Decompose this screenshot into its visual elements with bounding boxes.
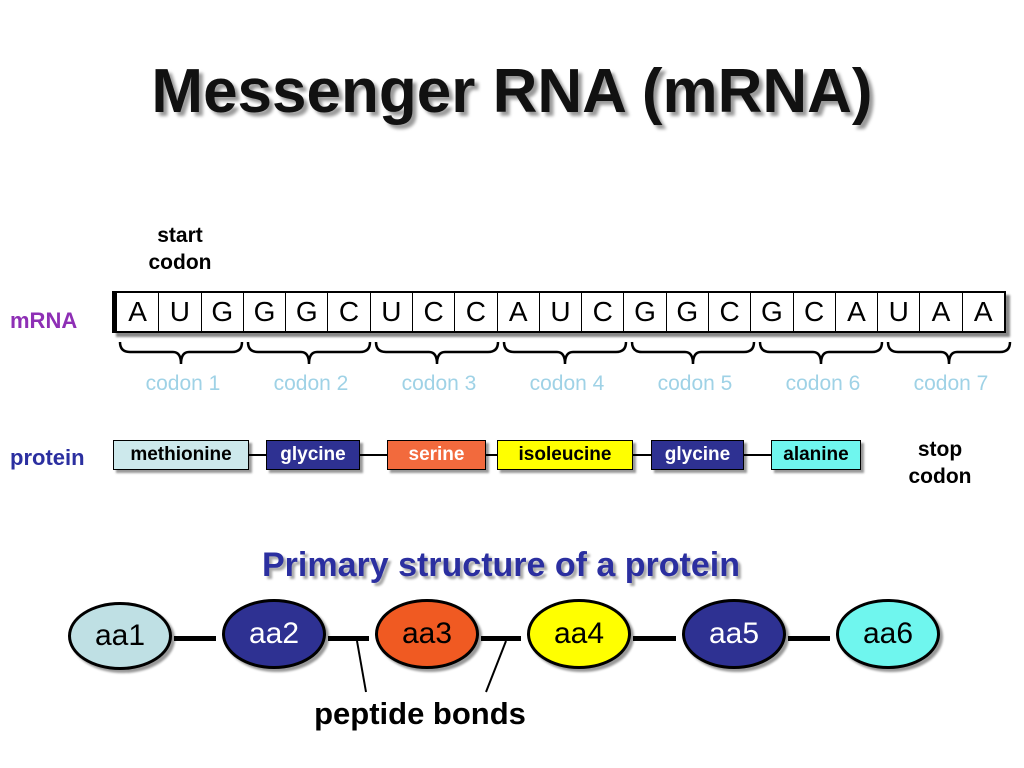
amino-acid-box: glycine: [651, 440, 744, 470]
mrna-base: A: [836, 293, 879, 331]
peptide-bond: [788, 636, 830, 641]
peptide-bond: [328, 636, 369, 641]
mrna-base: G: [624, 293, 667, 331]
codon-label: codon 6: [785, 372, 861, 395]
codon-brace: [630, 341, 756, 365]
amino-acid-box: alanine: [771, 440, 861, 470]
codon-brace: [374, 341, 500, 365]
amino-acid-connector: [633, 454, 651, 456]
amino-acid-oval: aa5: [682, 599, 786, 669]
peptide-bond: [174, 636, 216, 641]
mrna-base: G: [751, 293, 794, 331]
mrna-base: G: [286, 293, 329, 331]
mrna-label: mRNA: [10, 308, 78, 333]
codon-label: codon 5: [657, 372, 733, 395]
codon-brace: [886, 341, 1012, 365]
mrna-base: U: [371, 293, 413, 331]
amino-acid-oval: aa4: [527, 599, 631, 669]
mrna-base: A: [920, 293, 963, 331]
mrna-base: G: [202, 293, 244, 331]
codon-label: codon 2: [273, 372, 349, 395]
codon-label: codon 1: [145, 372, 221, 395]
mrna-base: A: [114, 293, 160, 331]
codon-brace: [502, 341, 628, 365]
mrna-base: A: [973, 296, 993, 327]
peptide-bond-pointer-line: [485, 640, 507, 693]
amino-acid-connector: [249, 454, 266, 456]
amino-acid-oval: aa6: [836, 599, 940, 669]
mrna-base: C: [582, 293, 625, 331]
mrna-base: A: [498, 293, 540, 331]
amino-acid-connector: [360, 454, 387, 456]
amino-acid-connector: [744, 454, 771, 456]
page-title: Messenger RNA (mRNA): [151, 57, 873, 126]
mrna-base: C: [455, 293, 498, 331]
protein-label: protein: [10, 445, 85, 470]
mrna-base: C: [794, 293, 836, 331]
mrna-base: C: [413, 293, 456, 331]
peptide-bond-pointer-line: [356, 640, 367, 693]
amino-acid-box: methionine: [113, 440, 249, 470]
codon-brace: [758, 341, 884, 365]
amino-acid-oval: aa1: [68, 602, 172, 670]
codon-label: codon 4: [529, 372, 605, 395]
peptide-bond: [633, 636, 676, 641]
amino-acid-box: serine: [387, 440, 486, 470]
mrna-base: G: [667, 293, 709, 331]
primary-structure-subtitle: Primary structure of a protein: [261, 546, 740, 584]
codon-label: codon 7: [913, 372, 989, 395]
amino-acid-connector: [486, 454, 497, 456]
codon-braces: [118, 341, 1012, 365]
codon-brace: [118, 341, 244, 365]
mrna-base: U: [878, 293, 921, 331]
amino-acid-box: glycine: [266, 440, 360, 470]
peptide-bonds-label: peptide bonds: [314, 696, 526, 731]
codon-label: codon 3: [401, 372, 477, 395]
mrna-base: U: [540, 293, 583, 331]
codon-brace: [246, 341, 372, 365]
mrna-base: C: [328, 293, 371, 331]
amino-acid-oval: aa2: [222, 599, 326, 669]
mrna-base: U: [159, 293, 202, 331]
mrna-base: C: [709, 293, 752, 331]
peptide-bond: [481, 636, 521, 641]
amino-acid-oval: aa3: [375, 599, 479, 669]
amino-acid-box: isoleucine: [497, 440, 633, 470]
mrna-base: G: [244, 293, 287, 331]
